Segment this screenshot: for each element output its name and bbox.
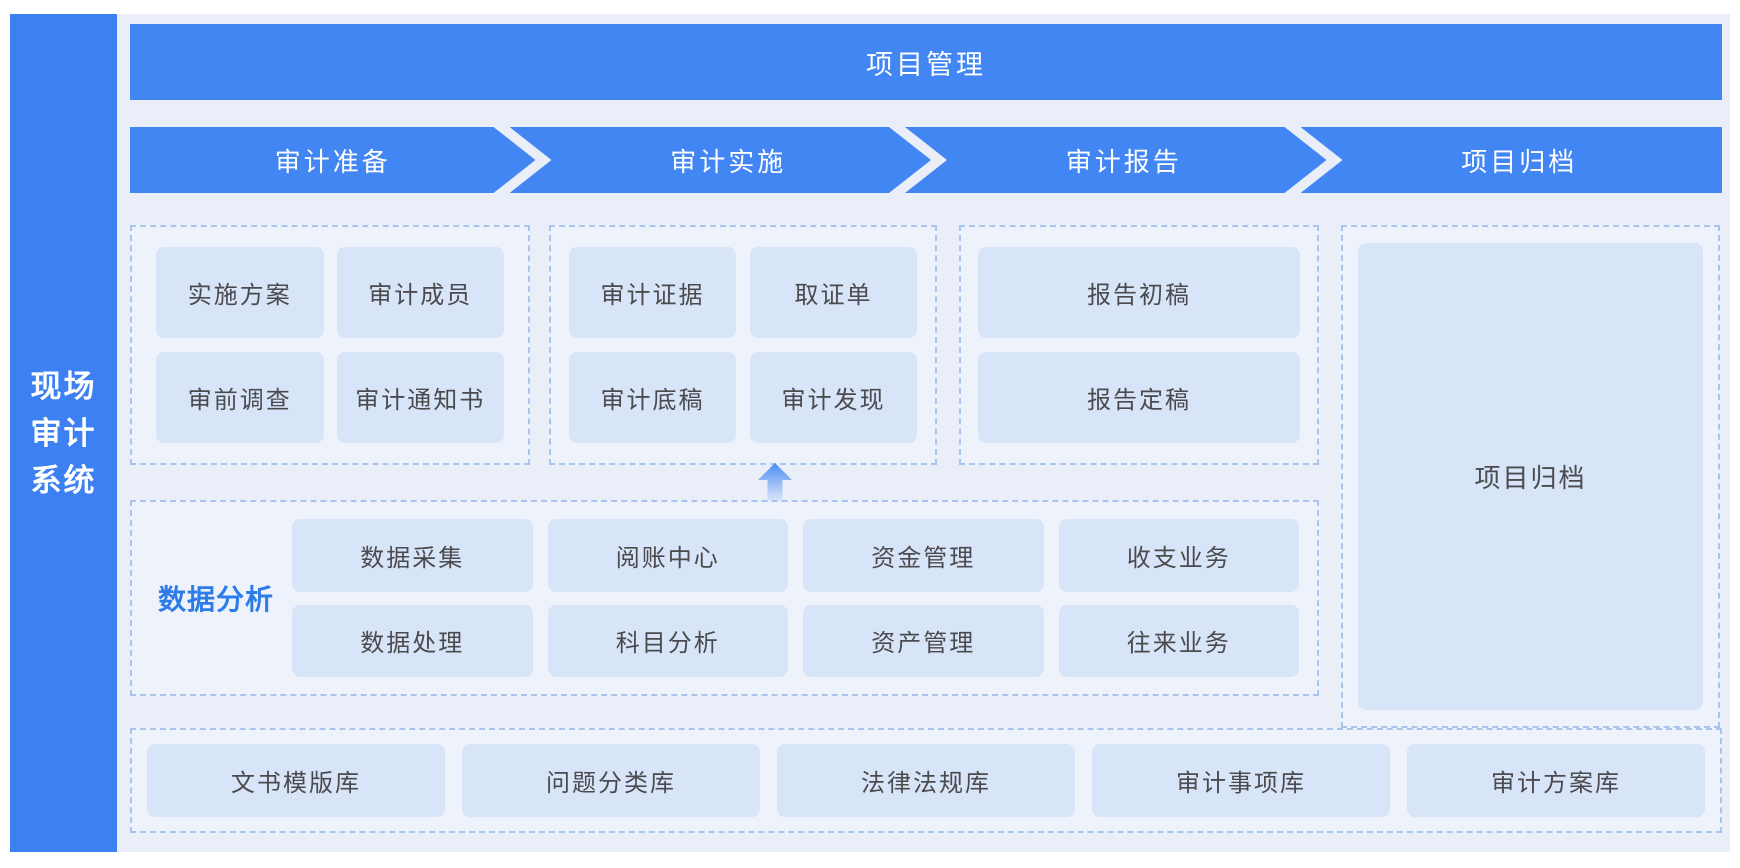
- preparation-group: 实施方案 审计成员 审前调查 审计通知书: [130, 225, 530, 465]
- diagram-panel: 现场 审计 系统 项目管理 审计准备 审计实施 审计报告 项目归档: [10, 14, 1730, 852]
- stage-arrow-report: 审计报告: [905, 127, 1327, 193]
- main-area: 项目管理 审计准备 审计实施 审计报告 项目归档: [117, 14, 1730, 852]
- library-group: 文书模版库 问题分类库 法律法规库 审计事项库 审计方案库: [130, 728, 1722, 833]
- stage-arrow-implementation: 审计实施: [510, 127, 932, 193]
- module-button-working-papers[interactable]: 审计底稿: [569, 352, 736, 443]
- module-button-project-archive[interactable]: 项目归档: [1358, 243, 1703, 710]
- module-button-implementation-plan[interactable]: 实施方案: [156, 247, 324, 338]
- module-button-report-final[interactable]: 报告定稿: [978, 352, 1300, 443]
- module-button-fund-management[interactable]: 资金管理: [803, 519, 1044, 592]
- data-analysis-modules: 数据采集 阅账中心 资金管理 收支业务 数据处理 科目分析 资产管理 往来业务: [292, 519, 1299, 677]
- system-title-line: 审计: [30, 415, 97, 451]
- stage-label: 审计实施: [670, 146, 787, 177]
- module-button-report-draft[interactable]: 报告初稿: [978, 247, 1300, 338]
- module-button-income-expense[interactable]: 收支业务: [1058, 519, 1299, 592]
- module-button-current-accounts[interactable]: 往来业务: [1058, 604, 1299, 677]
- module-button-data-processing[interactable]: 数据处理: [292, 604, 533, 677]
- module-button-audit-notice[interactable]: 审计通知书: [336, 352, 504, 443]
- sidebar-system-title: 现场 审计 系统: [10, 14, 117, 852]
- process-stages: 审计准备 审计实施 审计报告 项目归档: [130, 127, 1722, 193]
- stage-label: 项目归档: [1461, 146, 1578, 177]
- project-management-banner: 项目管理: [130, 24, 1722, 100]
- stage-arrow-preparation: 审计准备: [130, 127, 536, 193]
- library-button-audit-plans[interactable]: 审计方案库: [1407, 744, 1705, 817]
- module-button-account-review-center[interactable]: 阅账中心: [547, 519, 788, 592]
- up-arrow-icon: [758, 463, 792, 501]
- left-column: 实施方案 审计成员 审前调查 审计通知书 审计证据 取证单 审计底稿 审计发现: [130, 225, 1319, 728]
- diagram-body: 实施方案 审计成员 审前调查 审计通知书 审计证据 取证单 审计底稿 审计发现: [130, 225, 1722, 728]
- library-button-laws-regulations[interactable]: 法律法规库: [777, 744, 1075, 817]
- library-button-document-templates[interactable]: 文书模版库: [147, 744, 445, 817]
- library-button-problem-classification[interactable]: 问题分类库: [462, 744, 760, 817]
- stage-label: 审计报告: [1065, 146, 1182, 177]
- banner-label: 项目管理: [866, 49, 986, 80]
- stage-module-groups: 实施方案 审计成员 审前调查 审计通知书 审计证据 取证单 审计底稿 审计发现: [130, 225, 1319, 465]
- module-button-subject-analysis[interactable]: 科目分析: [547, 604, 788, 677]
- data-analysis-label: 数据分析: [157, 584, 274, 615]
- stage-arrow-archive: 项目归档: [1300, 127, 1722, 193]
- module-button-pre-audit-survey[interactable]: 审前调查: [156, 352, 324, 443]
- data-analysis-group: 数据分析 数据采集 阅账中心 资金管理 收支业务 数据处理 科目分析 资产管理 …: [130, 500, 1319, 696]
- module-button-asset-management[interactable]: 资产管理: [803, 604, 1044, 677]
- implementation-group: 审计证据 取证单 审计底稿 审计发现: [549, 225, 937, 465]
- report-group: 报告初稿 报告定稿: [959, 225, 1319, 465]
- stage-label: 审计准备: [274, 146, 391, 177]
- module-button-data-collection[interactable]: 数据采集: [292, 519, 533, 592]
- library-button-audit-items[interactable]: 审计事项库: [1092, 744, 1390, 817]
- module-button-audit-evidence[interactable]: 审计证据: [569, 247, 736, 338]
- right-column: 项目归档: [1341, 225, 1720, 728]
- system-title-line: 系统: [30, 462, 97, 498]
- module-button-audit-members[interactable]: 审计成员: [336, 247, 504, 338]
- module-button-audit-findings[interactable]: 审计发现: [750, 352, 917, 443]
- archive-group: 项目归档: [1341, 225, 1720, 728]
- module-button-evidence-form[interactable]: 取证单: [750, 247, 917, 338]
- system-title-line: 现场: [30, 368, 97, 404]
